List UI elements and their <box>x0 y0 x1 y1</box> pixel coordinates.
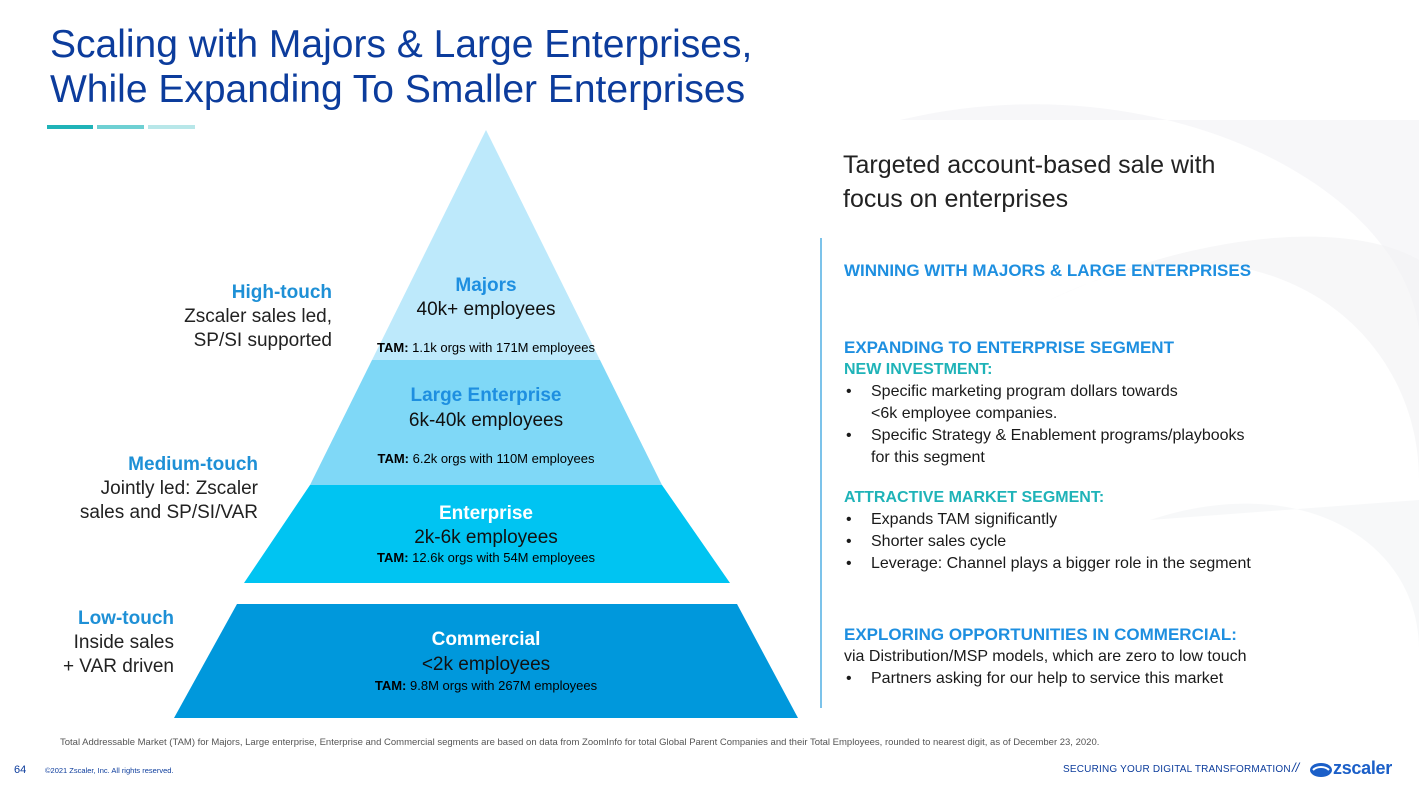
touch-low-title: Low-touch <box>77 608 174 629</box>
title-accent-bar-2 <box>97 125 144 129</box>
attractive-list: Expands TAM significantly Shorter sales … <box>844 509 1324 575</box>
list-item: Leverage: Channel plays a bigger role in… <box>844 553 1324 575</box>
touch-high: High-touch Zscaler sales led, SP/SI supp… <box>184 281 332 353</box>
title-accent-bar-3 <box>148 125 195 129</box>
touch-low: Low-touch Inside sales + VAR driven <box>63 607 174 679</box>
new-investment-heading: NEW INVESTMENT: <box>844 361 993 378</box>
exploring-list: Partners asking for our help to service … <box>844 668 1324 690</box>
right-headline: Targeted account-based sale with focus o… <box>843 148 1313 216</box>
title-line-1: Scaling with Majors & Large Enterprises, <box>50 23 753 66</box>
tier-commercial-employees: <2k employees <box>421 654 551 675</box>
exploring-line: via Distribution/MSP models, which are z… <box>844 648 1247 665</box>
footer-slashes: // <box>1292 760 1300 775</box>
tier-enterprise-tam: TAM: 12.6k orgs with 54M employees <box>236 550 736 565</box>
tam-label: TAM: <box>377 550 409 565</box>
touch-low-line2: + VAR driven <box>62 656 174 677</box>
winning-heading: WINNING WITH MAJORS & LARGE ENTERPRISES <box>844 261 1252 280</box>
expanding-heading: EXPANDING TO ENTERPRISE SEGMENT <box>844 338 1174 357</box>
title-line-2: While Expanding To Smaller Enterprises <box>50 68 746 111</box>
tier-commercial-tam: TAM: 9.8M orgs with 267M employees <box>236 678 736 693</box>
touch-high-line2: SP/SI supported <box>193 330 332 351</box>
tam-value: 1.1k orgs with 171M employees <box>412 340 595 355</box>
touch-low-line1: Inside sales <box>73 632 174 653</box>
tier-majors-tam: TAM: 1.1k orgs with 171M employees <box>236 340 736 355</box>
touch-high-line1: Zscaler sales led, <box>184 306 332 327</box>
attractive-section: ATTRACTIVE MARKET SEGMENT: Expands TAM s… <box>844 487 1324 575</box>
zscaler-cloud-icon <box>1310 763 1332 777</box>
tier-large-enterprise-tam: TAM: 6.2k orgs with 110M employees <box>236 451 736 466</box>
tam-value: 9.8M orgs with 267M employees <box>410 678 598 693</box>
list-item: Shorter sales cycle <box>844 531 1324 553</box>
tier-commercial-shape <box>174 604 798 718</box>
new-investment-list: Specific marketing program dollars towar… <box>844 381 1324 469</box>
tam-value: 6.2k orgs with 110M employees <box>412 451 595 466</box>
page-title: Scaling with Majors & Large Enterprises,… <box>50 22 752 112</box>
copyright: ©2021 Zscaler, Inc. All rights reserved. <box>45 766 174 775</box>
bullet-line-2: for this segment <box>871 449 985 466</box>
touch-high-title: High-touch <box>231 282 332 303</box>
bullet-line-1: Specific Strategy & Enablement programs/… <box>871 427 1245 444</box>
expanding-section: EXPANDING TO ENTERPRISE SEGMENT NEW INVE… <box>844 337 1324 469</box>
list-item: Expands TAM significantly <box>844 509 1324 531</box>
page-number: 64 <box>14 764 27 776</box>
footer-tagline: SECURING YOUR DIGITAL TRANSFORMATION <box>1063 764 1291 775</box>
tier-large-enterprise-employees: 6k-40k employees <box>408 410 564 431</box>
tier-majors-employees: 40k+ employees <box>416 299 556 320</box>
tier-large-enterprise-shape <box>310 360 662 485</box>
list-item: Specific marketing program dollars towar… <box>844 381 1324 425</box>
attractive-heading: ATTRACTIVE MARKET SEGMENT: <box>844 489 1105 506</box>
tam-label: TAM: <box>377 340 409 355</box>
right-divider-line <box>820 238 822 708</box>
tier-majors-name: Majors <box>455 275 517 296</box>
footnote: Total Addressable Market (TAM) for Major… <box>60 737 1100 748</box>
touch-medium: Medium-touch Jointly led: Zscaler sales … <box>80 453 258 525</box>
exploring-section: EXPLORING OPPORTUNITIES IN COMMERCIAL: v… <box>844 624 1324 690</box>
list-item: Specific Strategy & Enablement programs/… <box>844 425 1324 469</box>
tier-enterprise-employees: 2k-6k employees <box>414 527 558 548</box>
tier-majors-shape <box>372 130 600 360</box>
tier-commercial-name: Commercial <box>431 629 541 650</box>
zscaler-logo-text: zscaler <box>1333 758 1392 778</box>
tam-value: 12.6k orgs with 54M employees <box>412 550 595 565</box>
bullet-line-2: <6k employee companies. <box>871 405 1058 422</box>
right-headline-line1: Targeted account-based sale with <box>843 151 1216 179</box>
title-accent-bar-1 <box>47 125 93 129</box>
tier-enterprise-shape <box>244 485 730 583</box>
pyramid <box>174 130 798 718</box>
touch-medium-title: Medium-touch <box>128 454 258 475</box>
tier-large-enterprise-name: Large Enterprise <box>410 385 562 406</box>
touch-medium-line1: Jointly led: Zscaler <box>100 478 258 499</box>
winning-section: WINNING WITH MAJORS & LARGE ENTERPRISES <box>844 260 1324 282</box>
touch-medium-line2: sales and SP/SI/VAR <box>79 502 258 523</box>
bullet-line-1: Specific marketing program dollars towar… <box>871 383 1178 400</box>
tier-enterprise-name: Enterprise <box>439 503 533 524</box>
tam-label: TAM: <box>374 678 407 693</box>
list-item: Partners asking for our help to service … <box>844 668 1324 690</box>
exploring-heading: EXPLORING OPPORTUNITIES IN COMMERCIAL: <box>844 625 1237 644</box>
tam-label: TAM: <box>377 451 410 466</box>
right-headline-line2: focus on enterprises <box>843 185 1069 213</box>
